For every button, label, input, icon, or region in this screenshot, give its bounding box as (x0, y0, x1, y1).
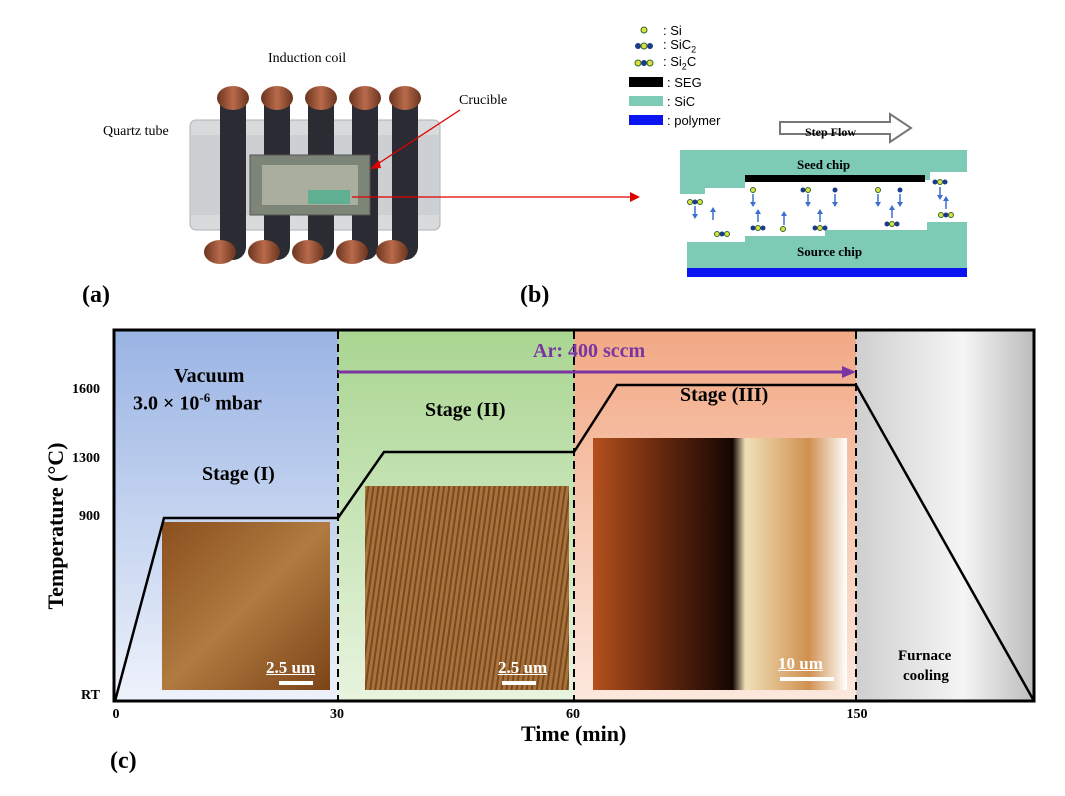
legend-sic: : SiC (629, 93, 695, 109)
scale-bar-1 (279, 681, 313, 685)
afm-image-stage2 (365, 486, 569, 690)
vapor-species (687, 179, 954, 237)
afm-image-stage1 (162, 522, 330, 690)
scale-bar-2 (502, 681, 536, 685)
x-tick-60: 60 (566, 707, 580, 722)
y-tick-1300: 1300 (72, 451, 100, 466)
scale-label-3: 10 um (778, 654, 823, 673)
legend-sic2: : SiC2 (629, 37, 696, 55)
process-chart (112, 328, 1036, 703)
legend-polymer: : polymer (629, 112, 720, 128)
seed-chip (680, 150, 967, 194)
furnace-cooling-label-2: cooling (903, 668, 949, 684)
stage2-label: Stage (II) (425, 399, 506, 421)
y-tick-900: 900 (79, 509, 100, 524)
si2c-molecule-icon (634, 59, 654, 67)
panel-c-label: (c) (110, 748, 137, 774)
induction-coil-label: Induction coil (268, 51, 347, 66)
seg-layer (745, 175, 925, 182)
furnace-illustration (189, 86, 640, 264)
scale-bar-3 (780, 677, 834, 681)
scale-label-2: 2.5 um (498, 658, 548, 677)
stage1-label: Stage (I) (202, 463, 275, 485)
y-tick-rt: RT (81, 688, 100, 703)
legend-seg: : SEG (629, 74, 702, 90)
furnace-cooling-label-1: Furnace (898, 648, 952, 664)
cooling-region (856, 331, 1034, 701)
panel-a-label: (a) (82, 282, 110, 308)
seed-chip-label: Seed chip (797, 157, 851, 172)
polymer-layer (687, 268, 967, 277)
source-chip-label: Source chip (797, 244, 863, 259)
vacuum-title: Vacuum (174, 365, 245, 387)
source-chip (687, 222, 967, 270)
scale-label-1: 2.5 um (266, 658, 316, 677)
vacuum-pressure: 3.0 × 10-6 mbar (133, 390, 262, 415)
seg-swatch (629, 77, 663, 87)
seg-growth-schematic (680, 112, 967, 277)
sic2-molecule-icon (635, 42, 653, 50)
y-tick-1600: 1600 (72, 382, 100, 397)
crucible (249, 154, 371, 216)
afm-image-stage3 (593, 438, 847, 690)
ar-flow-label: Ar: 400 sccm (533, 340, 646, 362)
step-flow-arrow (779, 112, 913, 144)
stage3-label: Stage (III) (680, 384, 769, 406)
x-tick-30: 30 (330, 707, 344, 722)
panel-b-legend: : Si : SiC2 : Si2C : SEG : SiC : polymer (629, 22, 769, 137)
legend-si: : Si (629, 22, 682, 38)
polymer-swatch (629, 115, 663, 125)
quartz-tube-label: Quartz tube (103, 124, 169, 139)
sic-swatch (629, 96, 663, 106)
si-atom-icon (640, 26, 648, 34)
x-tick-150: 150 (846, 707, 868, 722)
y-axis-label: Temperature (°C) (43, 442, 68, 610)
legend-si2c: : Si2C (629, 54, 696, 72)
x-axis-label: Time (min) (521, 721, 627, 746)
step-flow-label: Step Flow (805, 125, 856, 139)
x-tick-0: 0 (112, 707, 120, 722)
crucible-label: Crucible (459, 93, 508, 108)
panel-b-label: (b) (520, 282, 550, 308)
temperature-profile (113, 383, 1036, 702)
